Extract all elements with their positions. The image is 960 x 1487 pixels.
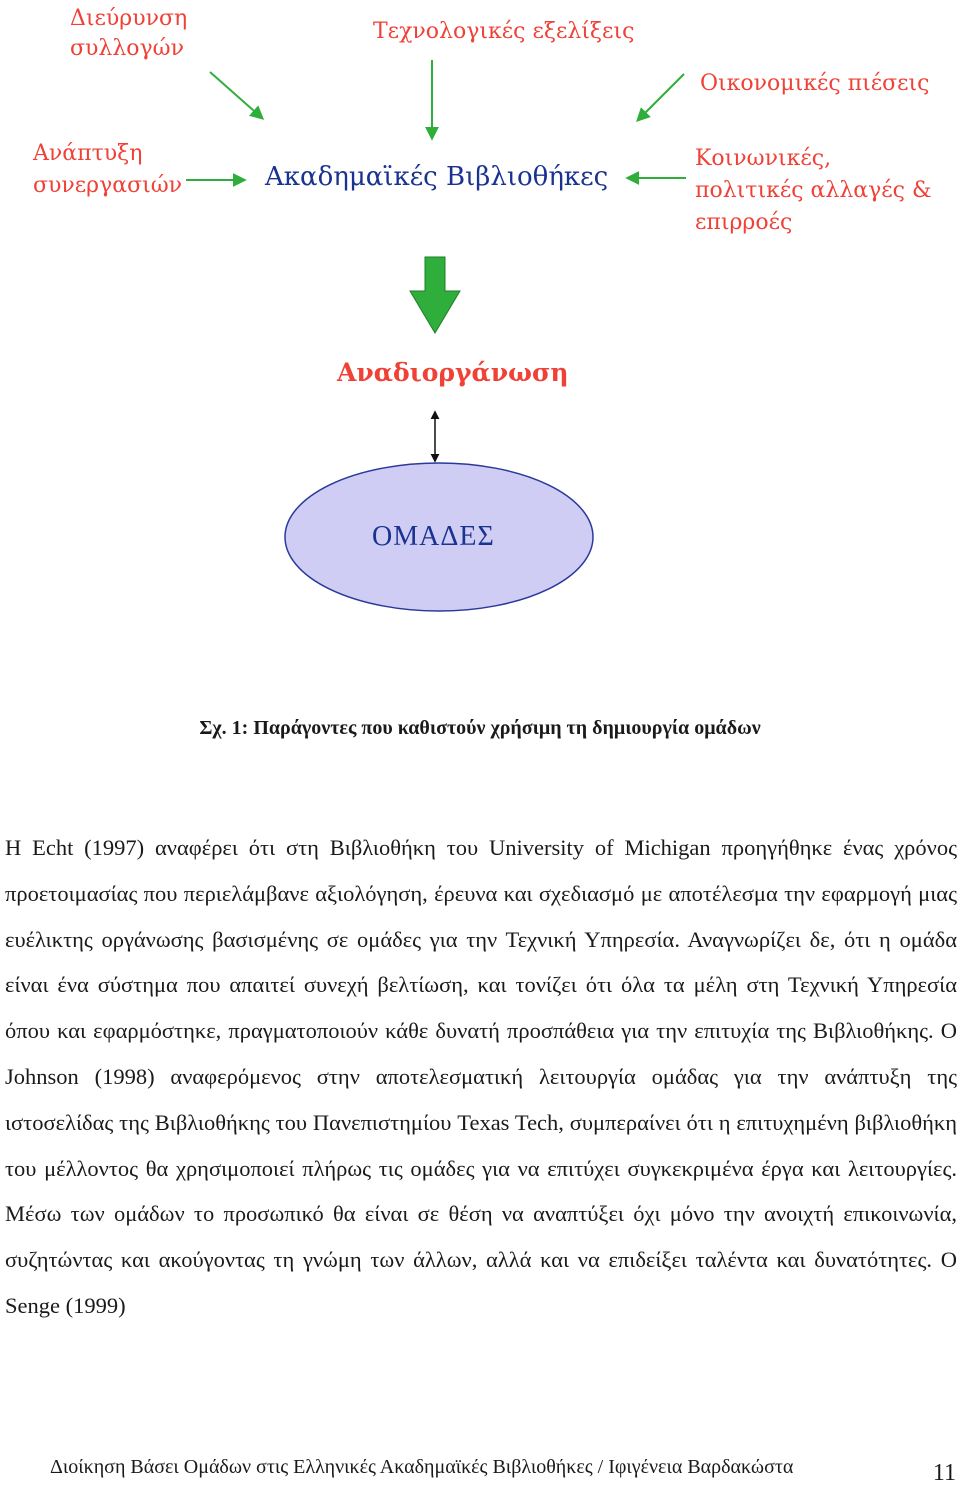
factors-diagram [186, 60, 686, 612]
teams-ellipse [284, 462, 594, 612]
footer-text: Διοίκηση Βάσει Ομάδων στις Ελληνικές Ακα… [50, 1456, 794, 1478]
body-paragraph: Η Echt (1997) αναφέρει ότι στη Βιβλιοθήκ… [5, 835, 957, 1318]
body-paragraph-block: Η Echt (1997) αναφέρει ότι στη Βιβλιοθήκ… [5, 825, 957, 1329]
figure-caption: Σχ. 1: Παράγοντες που καθιστούν χρήσιμη … [199, 717, 761, 739]
label-collections-1: Διεύρυνση [70, 6, 188, 31]
label-technology: Τεχνολογικές εξελίξεις [373, 19, 635, 44]
label-social-2: πολιτικές αλλαγές & [695, 178, 932, 203]
arrow-collections [209, 71, 265, 120]
label-reorganization: Αναδιοργάνωση [337, 358, 569, 387]
label-academic-libraries: Ακαδημαϊκές Βιβλιοθήκες [265, 162, 609, 192]
label-teams: ΟΜΑΔΕΣ [372, 521, 495, 552]
label-cooperation-2: συνεργασιών [33, 173, 183, 198]
arrow-economic [636, 73, 685, 122]
label-social-1: Κοινωνικές, [695, 146, 832, 171]
label-social-3: επιρροές [695, 210, 793, 235]
label-collections-2: συλλογών [70, 36, 184, 61]
page-number: 11 [932, 1460, 956, 1486]
label-cooperation-1: Ανάπτυξη [33, 141, 143, 166]
big-down-arrow [409, 256, 461, 334]
label-economic: Οικονομικές πιέσεις [700, 71, 930, 96]
